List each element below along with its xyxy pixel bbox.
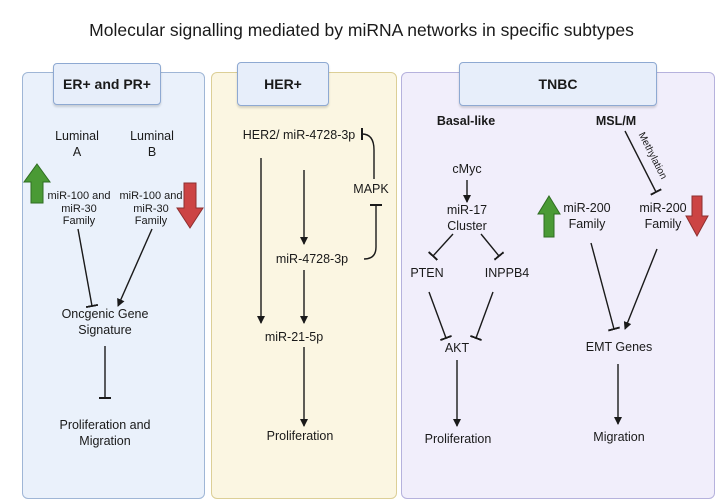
mir17-inhibits-pten (427, 233, 454, 261)
her2-mir4728-label: HER2/ miR-4728-3p (242, 128, 356, 142)
her-header: HER+ (237, 62, 329, 106)
inppb4-label: INPPB4 (484, 266, 530, 280)
pten-inhibits-akt (428, 291, 452, 342)
luminal-b-activates-gene (117, 228, 153, 307)
basal-like-label: Basal-like (436, 114, 496, 128)
tnbc-panel (401, 72, 715, 499)
down-arrow-icon (176, 182, 204, 229)
akt-label: AKT (444, 341, 470, 355)
tnbc-header: TNBC (459, 62, 657, 106)
mir200-right-activates-emt (623, 248, 658, 330)
pten-label: PTEN (410, 266, 444, 280)
emt-genes-label: EMT Genes (585, 340, 653, 354)
mir4728-inhibits-mapk (363, 204, 382, 260)
cmyc-label: cMyc (452, 162, 482, 176)
mir200-left-inhibits-emt (590, 242, 621, 332)
inppb4-inhibits-akt (470, 291, 494, 342)
er-pr-panel (22, 72, 205, 499)
up-arrow-icon (23, 163, 51, 204)
mir21-label: miR-21-5p (264, 330, 324, 344)
mir17-inhibits-inppb4 (480, 233, 505, 261)
basal-outcome-label: Proliferation (424, 432, 492, 446)
her-panel (211, 72, 397, 499)
msl-methylation-inhibits-mir200 (624, 130, 662, 196)
mir4728-label: miR-4728-3p (275, 252, 349, 266)
her-outcome-label: Proliferation (266, 429, 334, 443)
diagram-title: Molecular signalling mediated by miRNA n… (89, 20, 634, 40)
er-pr-header: ER+ and PR+ (53, 63, 161, 105)
mapk-inhibits-her2 (360, 127, 375, 179)
luminal-a-inhibits-gene (77, 228, 99, 309)
msl-m-label: MSL/M (595, 114, 637, 128)
down-arrow-icon (685, 195, 709, 238)
msl-outcome-label: Migration (593, 430, 645, 444)
mapk-label: MAPK (353, 182, 389, 196)
up-arrow-icon (537, 195, 561, 238)
methylation-label: Methylation (636, 131, 669, 182)
